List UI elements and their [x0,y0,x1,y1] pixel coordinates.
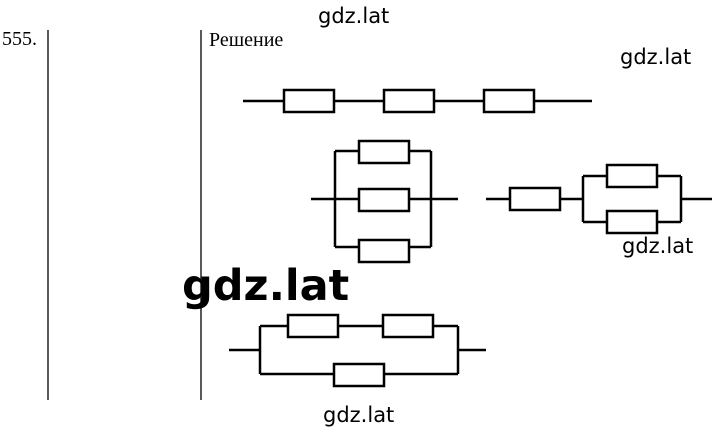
circuit-series-with-parallel-pair [486,163,712,235]
resistor [286,313,340,339]
resistor [508,186,562,212]
resistor [605,163,659,189]
problem-number: 555. [2,28,37,50]
watermark-top: gdz.lat [318,4,390,28]
watermark-large: gdz.lat [182,261,350,311]
resistor [605,209,659,235]
circuit-series-three [243,88,592,114]
resistor [282,88,336,114]
resistor [381,313,435,339]
resistor [482,88,536,114]
resistor [357,139,411,165]
resistor [357,187,411,213]
solution-label: Решение [209,29,284,51]
resistor [357,238,411,264]
watermark-right: gdz.lat [620,45,692,69]
watermark-right-lower: gdz.lat [622,234,694,258]
watermark-bottom: gdz.lat [323,403,395,427]
circuit-parallel-three [311,139,458,264]
resistor [382,88,436,114]
circuit-series-pair-parallel-single [229,313,486,388]
resistor [332,362,386,388]
